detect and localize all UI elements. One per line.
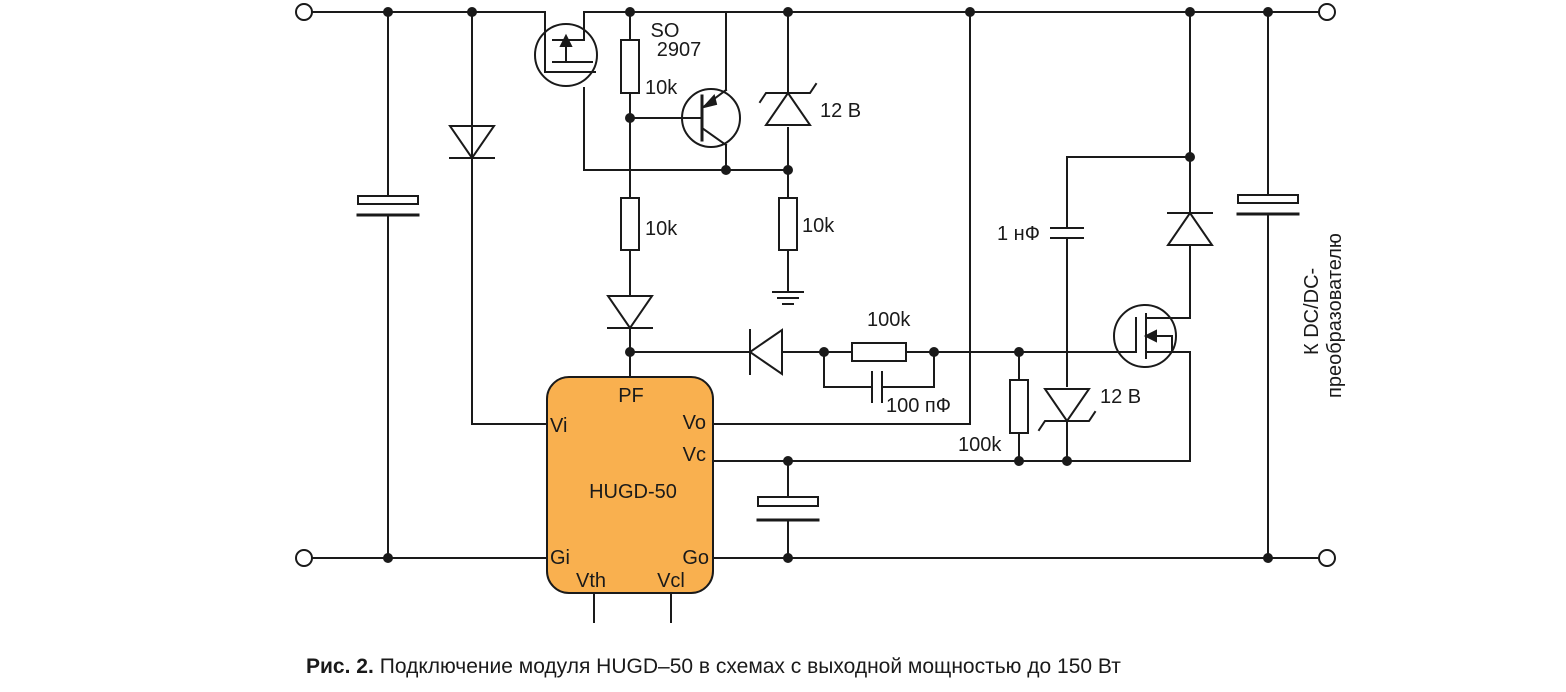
terminals [295,3,1336,567]
label-r-right: 10k [802,215,835,237]
label-r-100k-top: 100k [867,309,911,331]
figure-caption: Рис. 2.Подключение модуля HUGD–50 в схем… [306,655,1121,679]
junction-dots [383,7,1273,563]
label-c-1n: 1 нФ [997,223,1040,245]
pin-gi: Gi [550,547,570,569]
nmosfet-right [1113,304,1191,368]
resistor-100k-horizontal [851,342,907,362]
capacitor-bottom [756,496,820,522]
label-r-base: 10k [645,77,678,99]
capacitor-right [1236,194,1300,216]
diode-mid [606,295,654,330]
caption-label: Рис. 2. [306,655,374,678]
terminal-bottom-right [1318,549,1336,567]
resistor-10k-right [778,197,798,251]
module-title: HUGD-50 [589,481,677,503]
capacitor-left [356,195,420,217]
pin-go: Go [682,547,709,569]
ground-symbol [772,291,804,305]
pnp-transistor [681,88,741,148]
capacitor-1nf [1050,227,1084,239]
component-labels: SO 2907 10k 12 В 10k 10k 100k 100 пФ 1 н… [645,20,1346,456]
pin-vth: Vth [576,570,606,592]
diode-right [1166,211,1214,246]
pin-vcl: Vcl [657,570,685,592]
diode-horizontal [748,328,783,376]
capacitor-100pf [871,371,883,403]
pin-vo: Vo [683,412,706,434]
module-labels: HUGD-50 PF Vi Vo Vc Gi Go Vth Vcl [550,385,709,592]
zener-bottom [1037,388,1097,432]
resistor-10k-mid [620,197,640,251]
label-r-100k-bottom: 100k [958,434,1002,456]
caption-text: Подключение модуля HUGD–50 в схемах с вы… [379,655,1121,678]
module-hugd50 [546,376,714,594]
label-r-mid: 10k [645,218,678,240]
resistor-100k-vertical [1009,379,1029,434]
label-side-line1: К DC/DC- [1301,268,1323,355]
pmosfet-top [534,23,598,87]
label-zener-top: 12 В [820,100,861,122]
resistor-10k-top [620,39,640,94]
diode-left [448,125,496,160]
terminal-top-left [295,3,313,21]
wires [311,11,1319,623]
pin-pf: PF [618,385,644,407]
label-transistor-bottom: 2907 [657,39,702,61]
label-transistor-top: SO [651,20,680,42]
zener-top [758,82,818,126]
pin-vc: Vc [683,444,706,466]
label-side-line2: преобразователю [1324,233,1346,398]
terminal-bottom-left [295,549,313,567]
terminal-top-right [1318,3,1336,21]
label-c-100p: 100 пФ [886,395,951,417]
label-zener-bottom: 12 В [1100,386,1141,408]
pin-vi: Vi [550,415,567,437]
